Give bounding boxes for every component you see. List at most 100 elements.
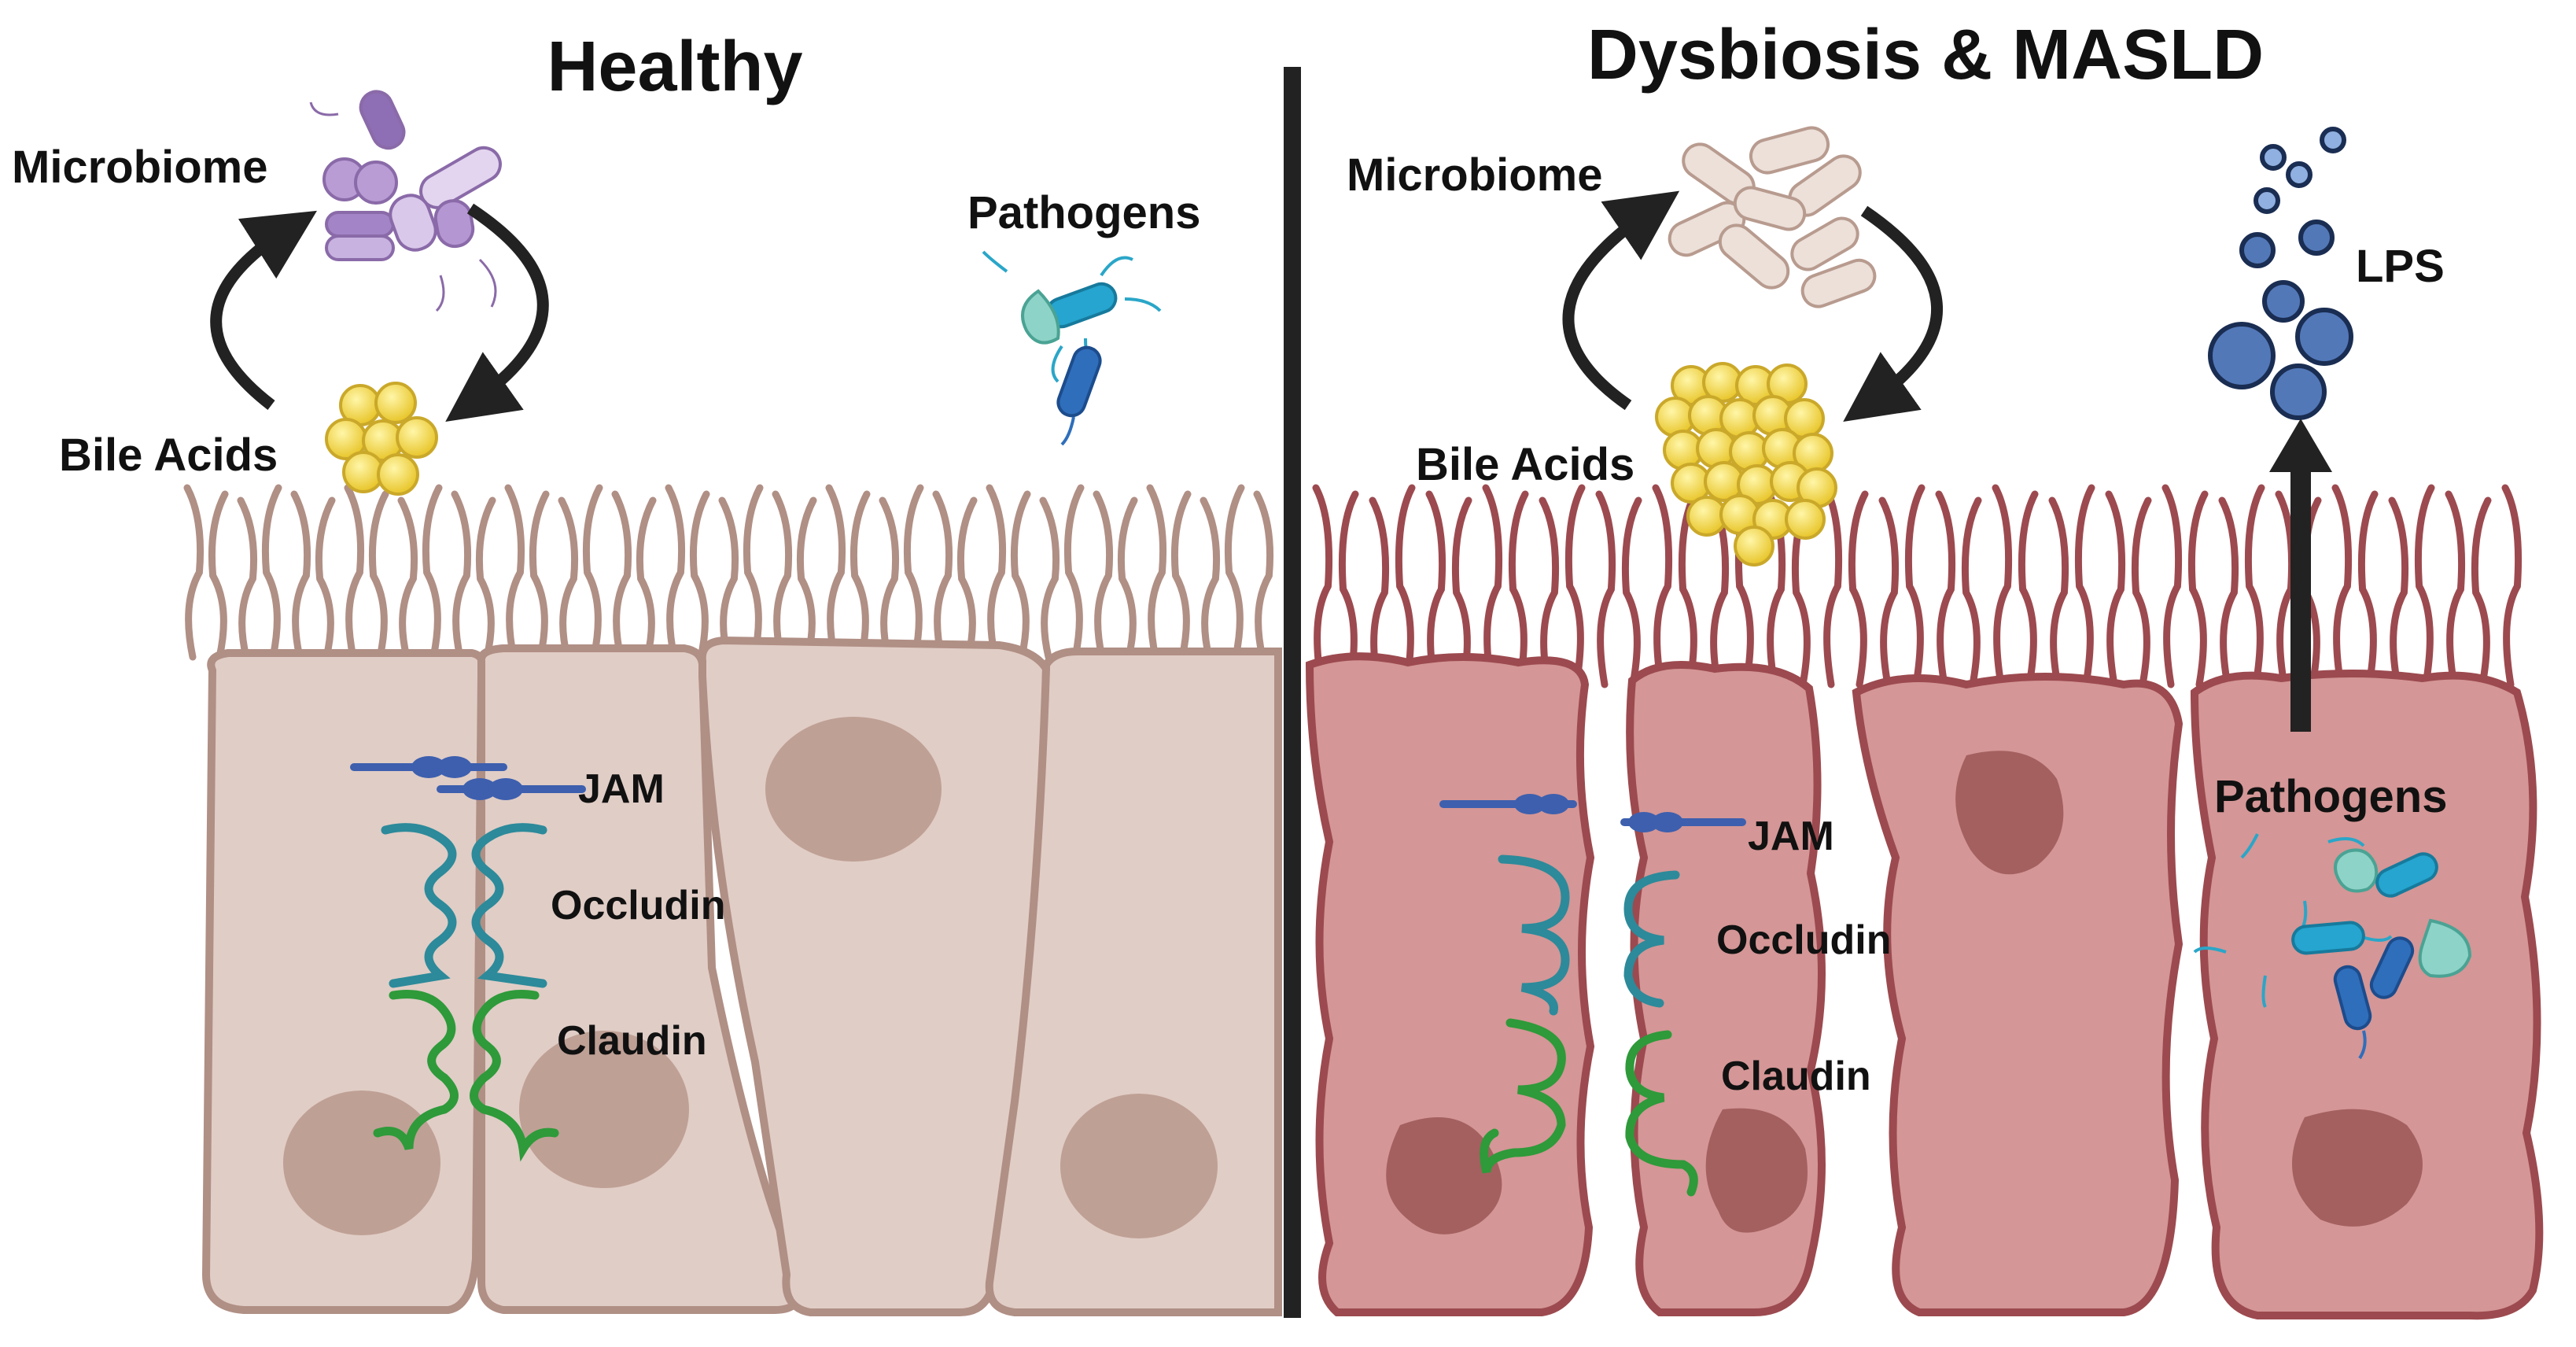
microvillus [718, 496, 739, 661]
nucleus [283, 1091, 440, 1235]
microvillus [903, 484, 924, 661]
microvillus [1992, 484, 2013, 688]
microvillus [1621, 496, 1642, 688]
microvillus [825, 484, 846, 661]
dysbiosis-jam-proteins [1439, 794, 1746, 832]
microvillus [1369, 496, 1390, 688]
microvillus [1117, 496, 1138, 661]
bile-acid-molecule [1734, 526, 1774, 566]
microvillus [1961, 496, 1982, 688]
microvillus [1395, 484, 1416, 688]
microvillus [1200, 496, 1221, 661]
microvillus [315, 496, 336, 661]
microvillus [2331, 484, 2353, 688]
dysbiosis-nuclei [1386, 751, 2423, 1234]
dysbiosis-microvilli [1312, 484, 2523, 688]
dysbiosis-occludin-label: Occludin [1716, 917, 1891, 963]
microvillus [636, 496, 657, 661]
microvillus [2501, 484, 2523, 688]
microvillus [368, 490, 389, 661]
lps-molecules [2208, 127, 2353, 420]
translocation-arrow-head [2269, 419, 2332, 472]
dysbiosis-bile-acids-label: Bile Acids [1416, 439, 1634, 490]
microvillus [2048, 496, 2069, 688]
microvillus [1312, 484, 1333, 688]
dysbiosis-arrow-microbiome-to-bile [1843, 205, 1943, 422]
dysbiosis-occludin-proteins [1498, 854, 1680, 1016]
microvillus [1822, 484, 1843, 688]
microvillus [743, 484, 764, 661]
microvillus [1146, 484, 1167, 661]
dysbiosis-epithelial-cells [1305, 652, 2544, 1320]
healthy-arrow-bile-to-microbiome [210, 210, 317, 410]
dysbiosis-claudin-proteins [1480, 1018, 1698, 1197]
microvillus [665, 484, 686, 661]
microvillus [772, 490, 793, 661]
microvillus [849, 490, 871, 661]
healthy-bile-acids [325, 382, 438, 496]
microvillus [1508, 490, 1529, 688]
microvillus [261, 484, 282, 661]
microvillus [1935, 490, 1956, 688]
microvillus [397, 496, 418, 661]
microvillus [689, 490, 710, 661]
microvillus [986, 484, 1007, 661]
microvillus [183, 484, 205, 661]
microvillus [2388, 496, 2409, 688]
microvillus [1039, 496, 1060, 661]
microvillus [2471, 496, 2492, 688]
microvillus [2105, 490, 2126, 688]
healthy-nuclei [283, 717, 1218, 1238]
microvillus [932, 490, 953, 661]
microvillus [1338, 490, 1359, 688]
healthy-microbiome-bacteria [309, 90, 502, 312]
microvillus [2218, 496, 2239, 688]
nucleus [1705, 1108, 1808, 1233]
dysbiosis-title: Dysbiosis & MASLD [1587, 16, 2264, 94]
healthy-jam-label: JAM [578, 766, 665, 812]
microvillus [1904, 484, 1926, 688]
microvillus [2161, 484, 2183, 688]
microvillus [237, 496, 258, 661]
microvillus [2445, 490, 2466, 688]
microvillus [1451, 496, 1472, 688]
healthy-title: Healthy [547, 28, 802, 106]
microvillus [1564, 484, 1586, 688]
microvillus [2074, 484, 2095, 688]
dysbiosis-claudin-label: Claudin [1721, 1054, 1871, 1099]
dysbiosis-microbiome-label: Microbiome [1347, 149, 1603, 201]
healthy-occludin-proteins [381, 823, 547, 988]
healthy-pathogens-label: Pathogens [967, 187, 1201, 238]
microvillus [1652, 484, 1673, 688]
microvillus [1539, 496, 1560, 688]
healthy-arrow-microbiome-to-bile [445, 203, 549, 422]
microvillus [2187, 490, 2209, 688]
microvillus [504, 484, 525, 661]
microvillus [1848, 490, 1869, 688]
microvillus [344, 484, 365, 661]
disease-cell [1852, 673, 2184, 1316]
dysbiosis-pathogens-bacteria [2193, 833, 2472, 1060]
dysbiosis-microbiome-bacteria [1668, 126, 1877, 308]
microvillus [1253, 490, 1274, 661]
microvillus [1063, 484, 1085, 661]
microvillus [956, 496, 978, 661]
microvillus [1093, 490, 1114, 661]
healthy-claudin-label: Claudin [557, 1018, 707, 1064]
microvillus [611, 490, 632, 661]
nucleus [1386, 1117, 1502, 1234]
nucleus [1060, 1094, 1218, 1238]
microvillus [1595, 490, 1616, 688]
nucleus [1955, 751, 2064, 875]
healthy-jam-proteins [350, 756, 586, 800]
healthy-microbiome-label: Microbiome [12, 142, 268, 193]
lps-label: LPS [2356, 241, 2445, 292]
healthy-microvilli [183, 484, 1274, 661]
microvillus [529, 490, 550, 661]
microvillus [2018, 490, 2039, 688]
nucleus [765, 717, 942, 862]
dysbiosis-panel [1305, 126, 2544, 1320]
microvillus [1010, 490, 1031, 661]
disease-cell [2190, 670, 2544, 1320]
